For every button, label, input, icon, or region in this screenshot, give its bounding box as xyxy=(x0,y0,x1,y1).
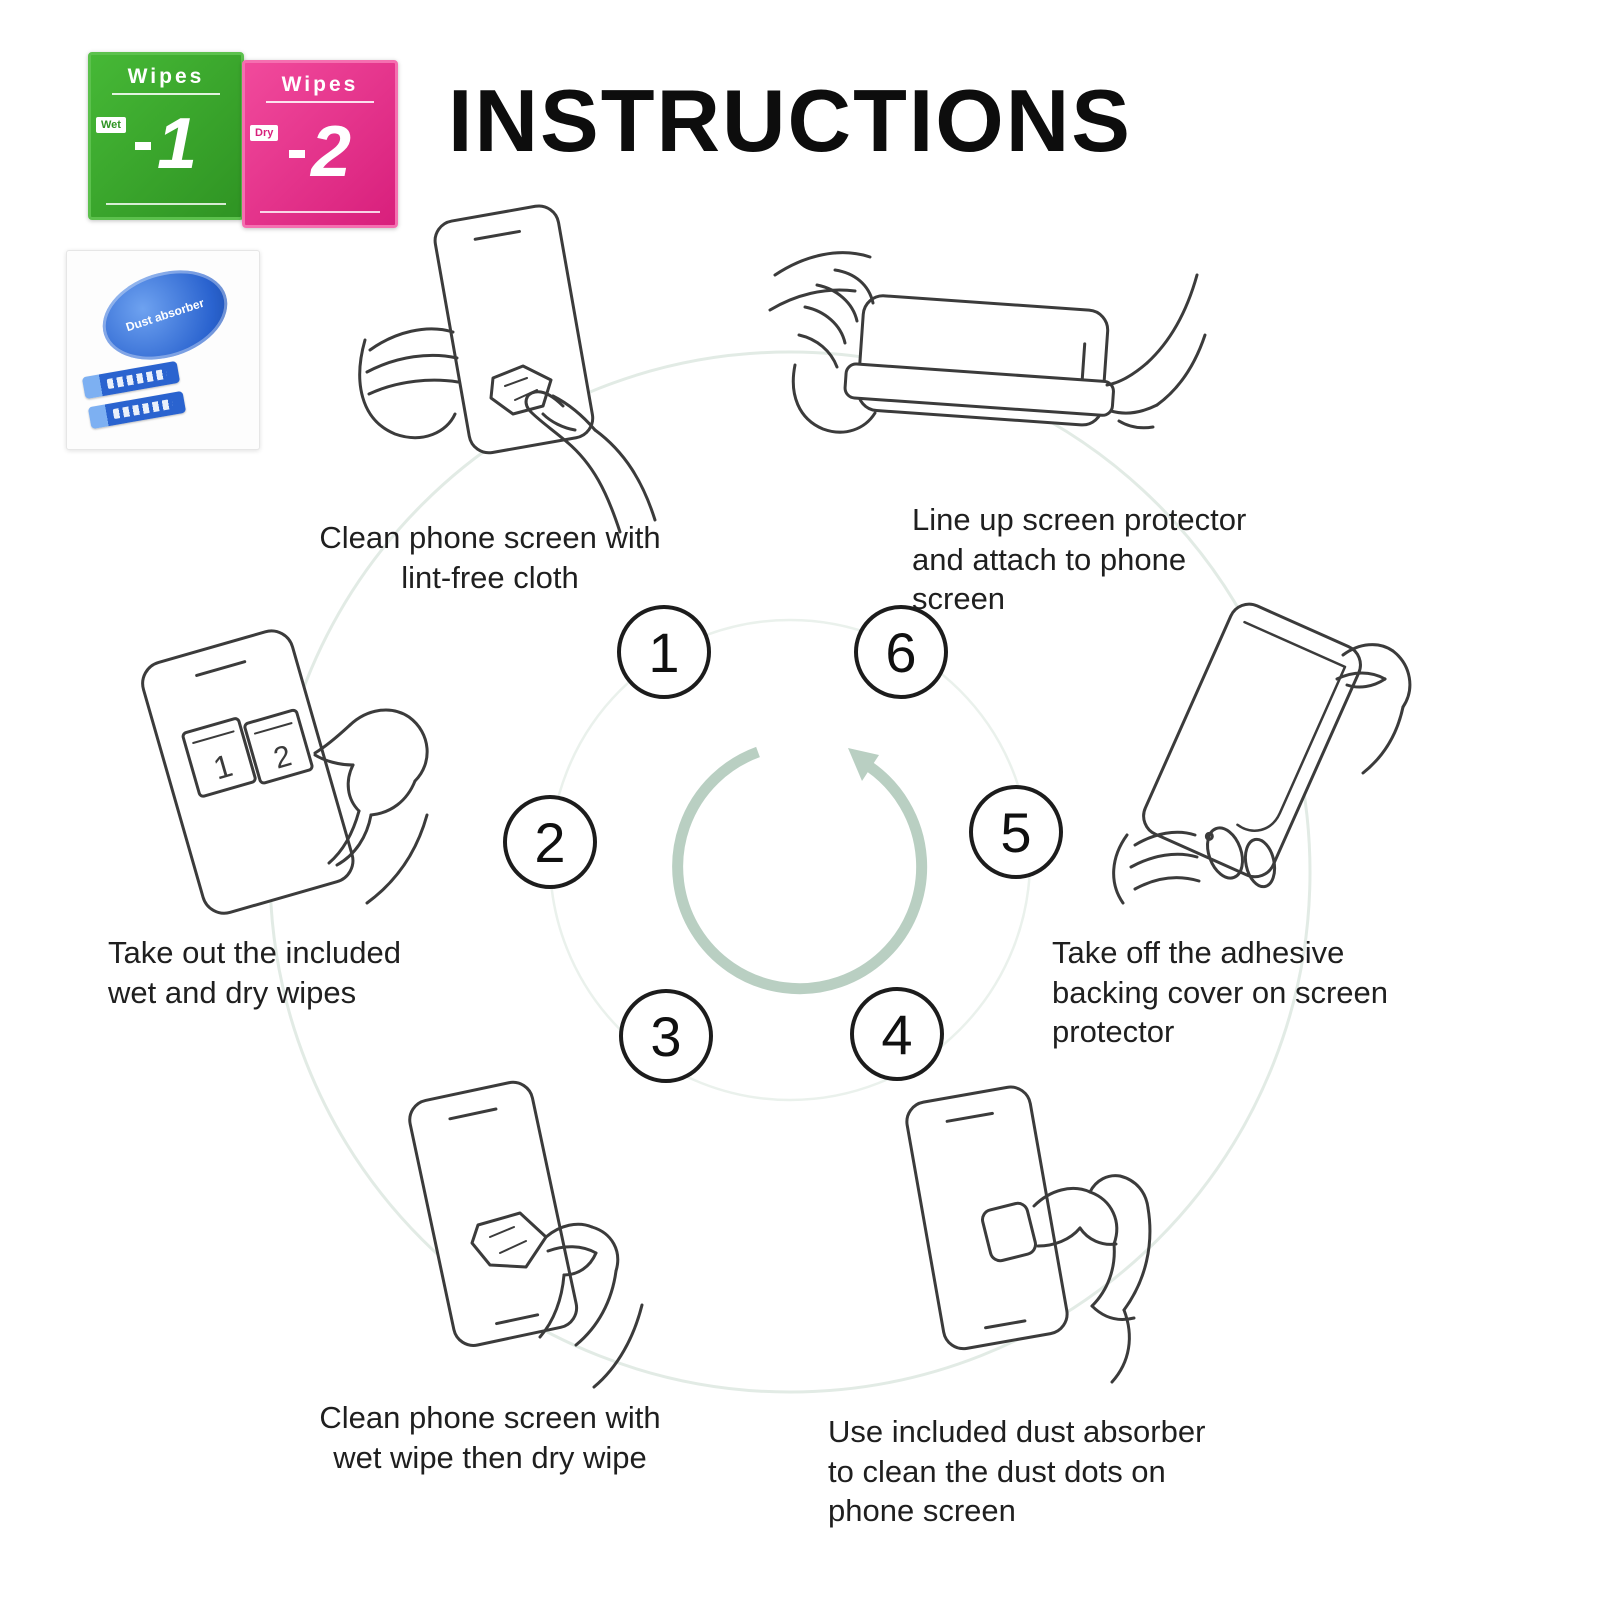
wiping-hand xyxy=(538,1222,644,1389)
screen-protector-sheet xyxy=(843,362,1115,417)
step-2-caption: Take out the included wet and dry wipes xyxy=(108,935,401,1010)
pinching-fingers xyxy=(1335,643,1412,775)
packet-number: 1 xyxy=(91,103,241,185)
mini-wipes-packet-1: 1 xyxy=(181,717,257,798)
backing-film xyxy=(1236,620,1347,832)
packet-footline xyxy=(106,203,226,205)
packet-title: Wipes xyxy=(281,73,359,96)
phone-outline xyxy=(408,1080,579,1347)
packet-number: 2 xyxy=(245,111,395,193)
dash-mark xyxy=(134,142,151,150)
cycle-arrow-arc xyxy=(672,746,928,995)
packet-wet-tag: Wet xyxy=(96,117,126,133)
step-6-badge: 6 xyxy=(854,605,948,699)
step-5-badge: 5 xyxy=(969,785,1063,879)
gripping-hand xyxy=(1112,826,1277,905)
wipe-square xyxy=(470,1211,548,1269)
left-hand-fingers xyxy=(791,268,877,434)
step-4-caption: Use included dust absorber to clean the … xyxy=(828,1414,1206,1529)
step-2-illustration: 1 2 xyxy=(115,605,450,940)
dust-absorber-sticker xyxy=(87,390,187,430)
step-6-caption: Line up screen protector and attach to p… xyxy=(912,502,1247,617)
step-3-caption: Clean phone screen with wet wipe then dr… xyxy=(319,1400,661,1475)
packet-footline xyxy=(260,211,380,213)
step-2-badge: 2 xyxy=(503,795,597,889)
packet-dry-tag: Dry xyxy=(250,125,279,141)
mini-wipes-packet-2: 2 xyxy=(243,708,314,785)
packet-title: Wipes xyxy=(127,65,205,88)
phone-outline xyxy=(433,204,595,455)
page-title: INSTRUCTIONS xyxy=(448,71,1132,170)
step-4-illustration xyxy=(858,1078,1223,1393)
step-6-illustration xyxy=(765,215,1210,490)
step-1-illustration xyxy=(355,200,665,535)
pinching-hand xyxy=(1032,1174,1152,1384)
step-1-caption: Clean phone screen with lint-free cloth xyxy=(319,520,661,595)
step-3-badge: 3 xyxy=(619,989,713,1083)
dust-absorber-pad xyxy=(981,1201,1037,1263)
packet-divider xyxy=(112,93,220,95)
step-3-illustration xyxy=(350,1075,655,1400)
cloth xyxy=(489,364,553,416)
step-5-illustration xyxy=(1075,595,1430,910)
right-hand xyxy=(1105,273,1207,430)
wipes-packets-photo: Wipes Wet 1 Wipes Dry 2 xyxy=(70,46,400,231)
right-hand xyxy=(524,390,657,534)
step-4-badge: 4 xyxy=(850,987,944,1081)
dust-absorber-pad: Dust absorber xyxy=(91,255,239,375)
dash-mark xyxy=(288,150,305,158)
wipes-packet-dry: Wipes Dry 2 xyxy=(242,60,398,228)
left-hand xyxy=(358,327,460,440)
screen-protector xyxy=(1142,602,1362,879)
step-5-caption: Take off the adhesive backing cover on s… xyxy=(1052,935,1389,1050)
dust-absorber-card: Dust absorber xyxy=(66,250,260,450)
cycle-arrow-head xyxy=(848,748,879,781)
left-hand xyxy=(768,251,872,312)
step-1-badge: 1 xyxy=(617,605,711,699)
wipes-packet-wet: Wipes Wet 1 xyxy=(88,52,244,220)
pinching-hand xyxy=(313,708,429,905)
packet-divider xyxy=(266,101,374,103)
